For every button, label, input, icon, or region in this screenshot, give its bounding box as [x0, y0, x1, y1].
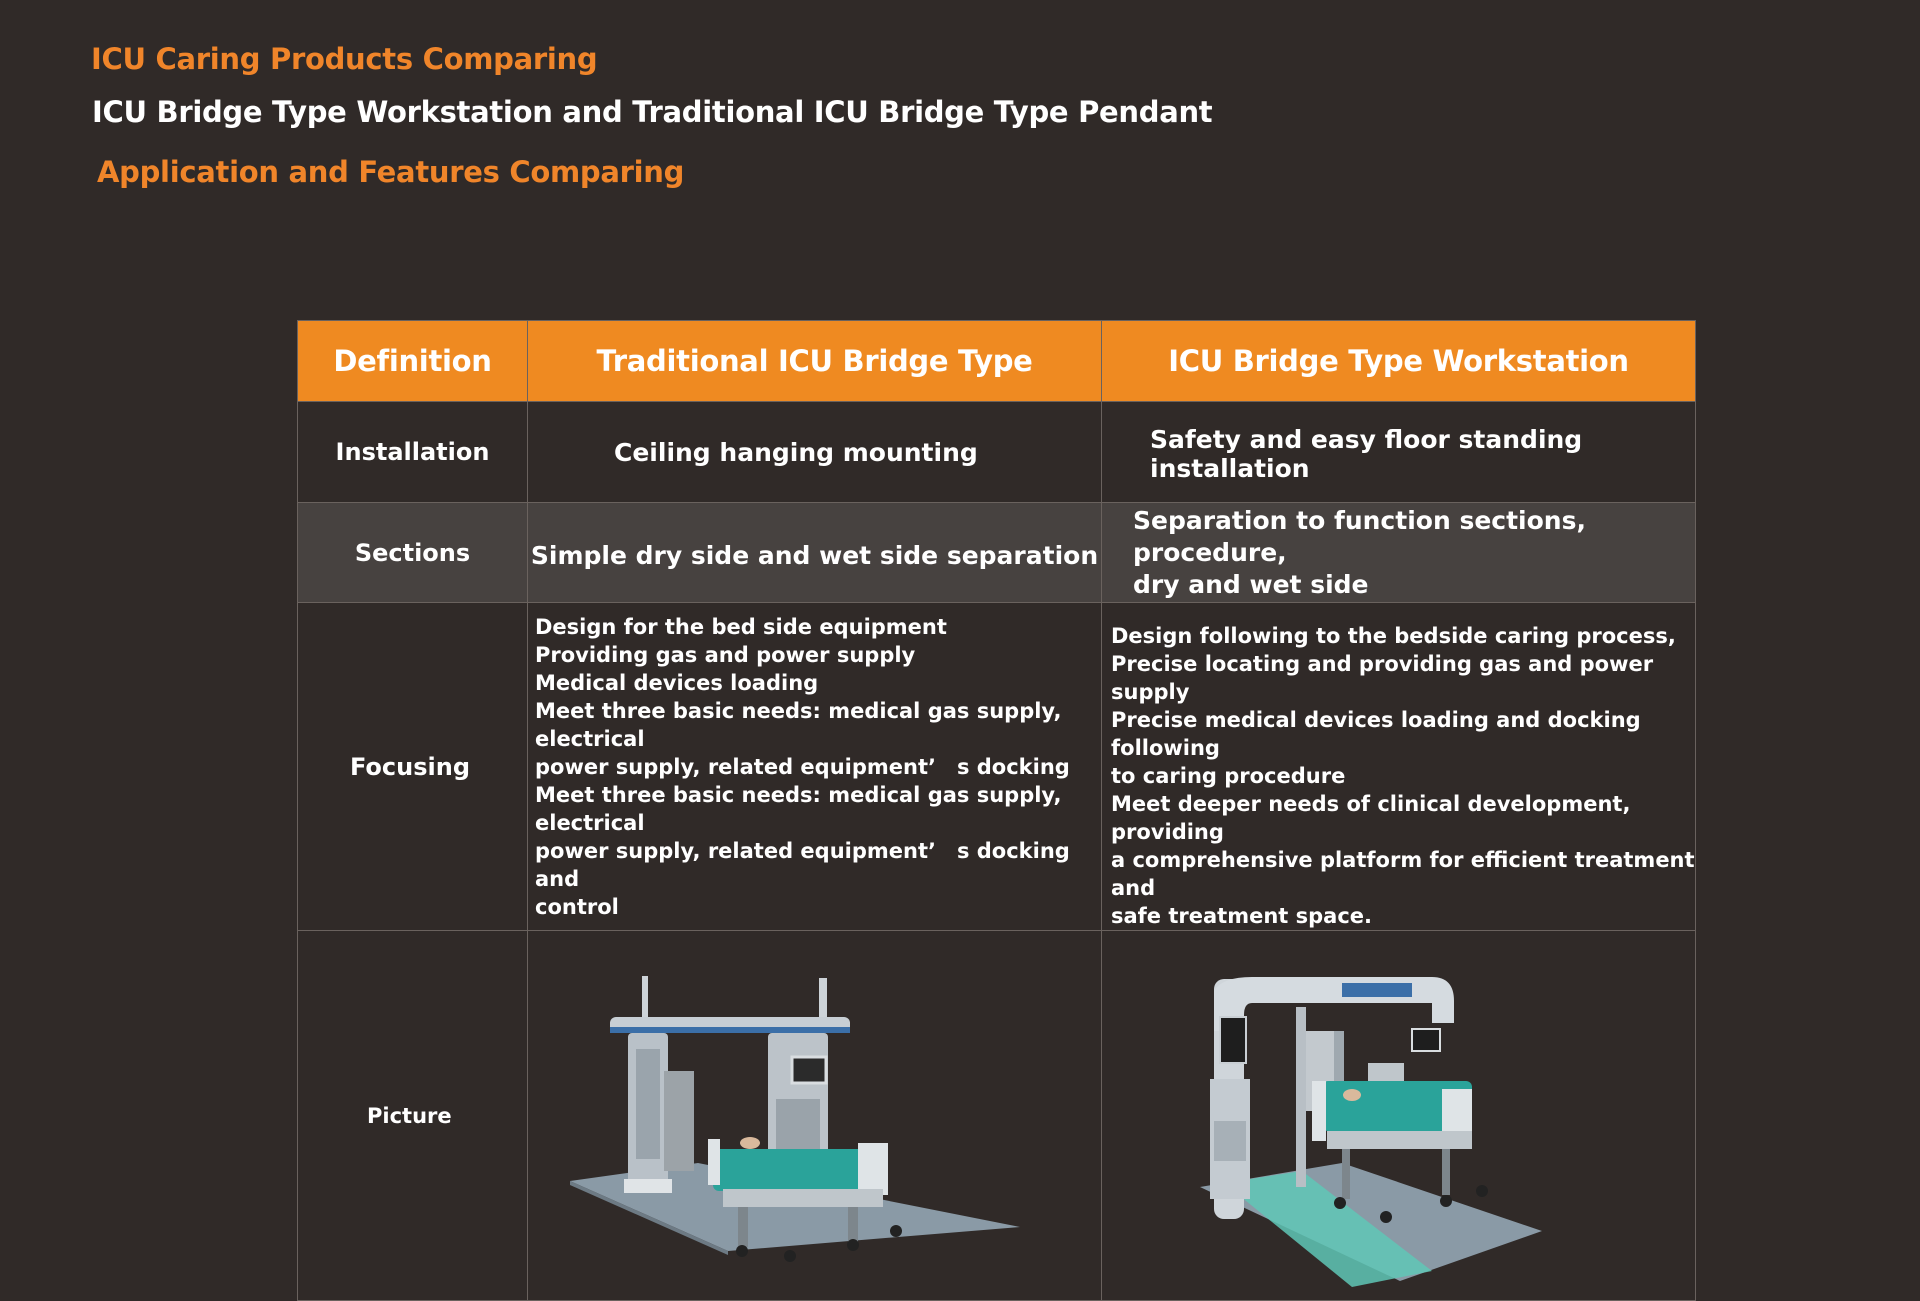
- heading-workstation-vs-pendant: ICU Bridge Type Workstation and Traditio…: [92, 95, 1213, 129]
- table-row: Sections Simple dry side and wet side se…: [297, 502, 1696, 603]
- table-row: Installation Ceiling hanging mounting Sa…: [297, 401, 1696, 503]
- table-row: Focusing Design for the bed side equipme…: [297, 602, 1696, 931]
- header-definition: Definition: [297, 320, 528, 402]
- workstation-image: [1200, 977, 1542, 1287]
- list-item: control: [535, 895, 619, 919]
- row-label-installation: Installation: [335, 438, 490, 466]
- cell-installation-traditional: Ceiling hanging mounting: [614, 437, 978, 467]
- list-item: Precise medical devices loading and dock…: [1111, 708, 1641, 760]
- list-item: power supply, related equipment’ s docki…: [535, 839, 1070, 891]
- table-header-row: Definition Traditional ICU Bridge Type I…: [297, 320, 1696, 402]
- list-item: Meet deeper needs of clinical developmen…: [1111, 792, 1631, 844]
- row-label-sections: Sections: [354, 538, 471, 567]
- list-item: Medical devices loading: [535, 671, 819, 695]
- list-item: a comprehensive platform for efficient t…: [1111, 848, 1695, 900]
- list-item: Meet three basic needs: medical gas supp…: [535, 699, 1062, 751]
- list-item: Design for the bed side equipment: [535, 615, 947, 639]
- row-label-picture: Picture: [367, 1103, 452, 1128]
- traditional-pendant-image: [570, 976, 1020, 1262]
- list-item: safe treatment space.: [1111, 904, 1373, 928]
- comparison-table: Definition Traditional ICU Bridge Type I…: [297, 320, 1696, 1301]
- table-row: Picture: [297, 930, 1696, 1301]
- cell-installation-workstation: Safety and easy floor standing installat…: [1150, 425, 1583, 483]
- list-item: Design following to the bedside caring p…: [1111, 624, 1676, 648]
- list-item: Precise locating and providing gas and p…: [1111, 652, 1654, 704]
- cell-sections-workstation: Separation to function sections, procedu…: [1133, 505, 1586, 599]
- heading-application-features: Application and Features Comparing: [97, 155, 685, 189]
- focusing-traditional-list: Design for the bed side equipment Provid…: [535, 613, 1101, 921]
- header-workstation: ICU Bridge Type Workstation: [1101, 320, 1696, 402]
- list-item: Providing gas and power supply: [535, 643, 916, 667]
- row-label-focusing: Focusing: [350, 752, 470, 781]
- list-item: Meet three basic needs: medical gas supp…: [535, 783, 1062, 835]
- header-traditional: Traditional ICU Bridge Type: [527, 320, 1102, 402]
- heading-products-comparing: ICU Caring Products Comparing: [91, 42, 598, 76]
- list-item: to caring procedure: [1111, 764, 1346, 788]
- cell-sections-traditional: Simple dry side and wet side separation: [530, 541, 1099, 570]
- list-item: power supply, related equipment’ s docki…: [535, 755, 1070, 779]
- focusing-workstation-list: Design following to the bedside caring p…: [1111, 622, 1695, 930]
